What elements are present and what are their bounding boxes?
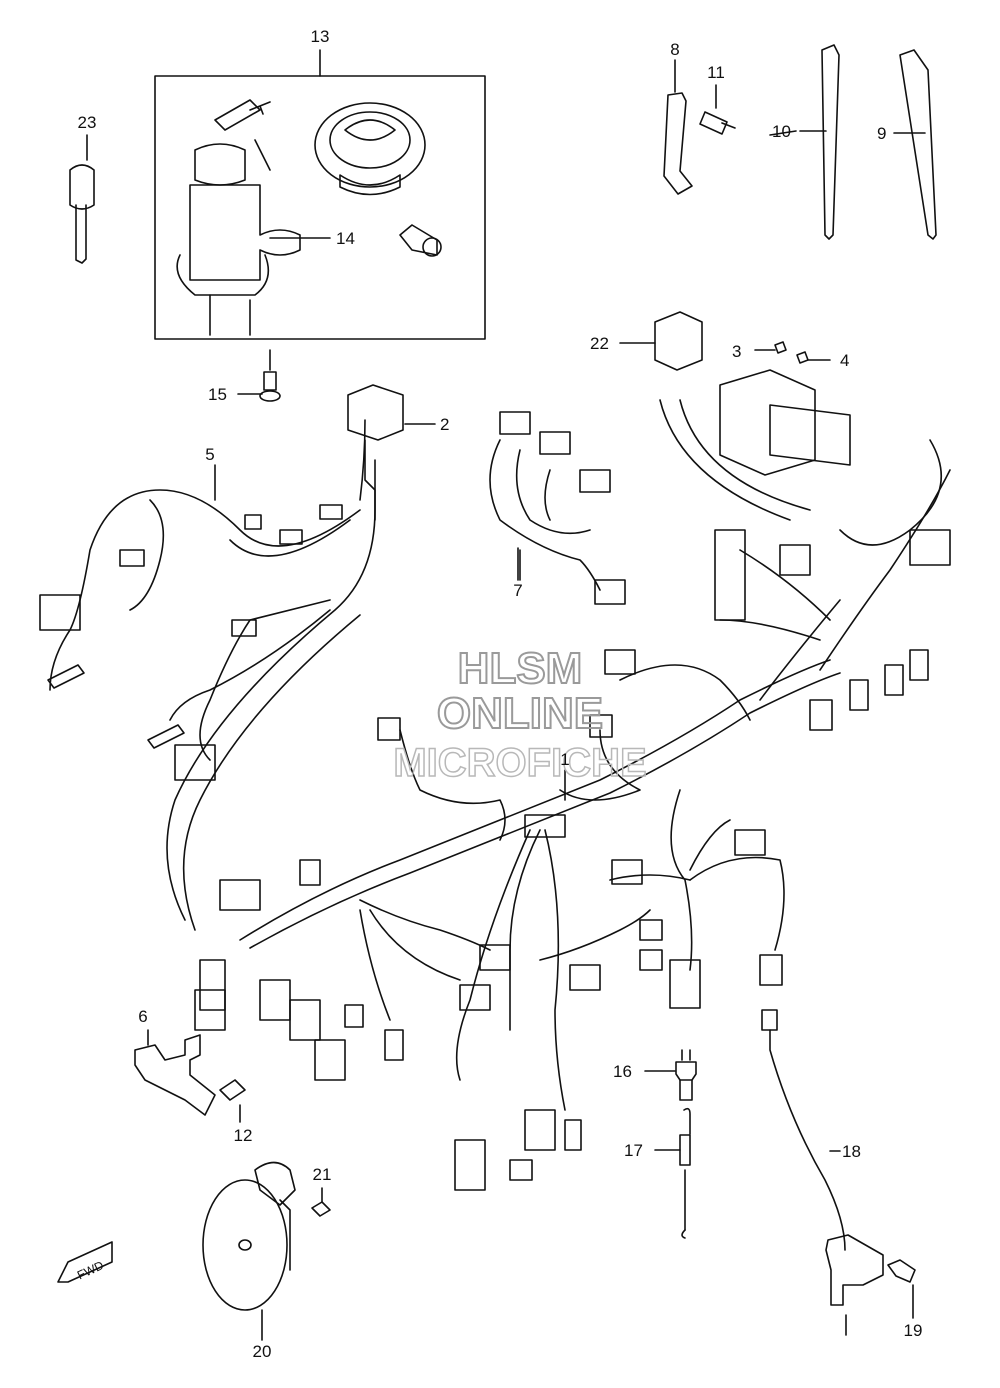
ignition-assembly-group xyxy=(154,49,486,340)
bracket-6 xyxy=(134,1029,246,1123)
part-label-8: 8 xyxy=(670,40,679,59)
part-label-9: 9 xyxy=(877,124,886,143)
part-label-6: 6 xyxy=(138,1007,147,1026)
part-label-18: 18 xyxy=(842,1142,861,1161)
watermark: HLSM ONLINE MICROFICHE xyxy=(393,643,648,786)
part-label-17: 17 xyxy=(624,1141,643,1160)
sub-harness-7 xyxy=(489,411,626,605)
part-label-19: 19 xyxy=(904,1321,923,1340)
switch-16 xyxy=(644,1049,697,1239)
harness-connectors xyxy=(194,529,951,1191)
part-label-5: 5 xyxy=(205,445,214,464)
part-label-7: 7 xyxy=(513,581,522,600)
watermark-line-3: MICROFICHE xyxy=(393,741,646,785)
leader-lines xyxy=(214,130,797,801)
watermark-line-1: HLSM xyxy=(458,644,583,693)
part-label-13: 13 xyxy=(311,27,330,46)
part-label-23: 23 xyxy=(78,113,97,132)
part-label-16: 16 xyxy=(613,1062,632,1081)
screw-15 xyxy=(237,349,281,402)
part-label-11: 11 xyxy=(707,63,725,82)
sub-harness-5 xyxy=(39,419,366,781)
part-label-22: 22 xyxy=(590,334,609,353)
part-label-10: 10 xyxy=(772,122,791,141)
horn-20 xyxy=(202,1161,331,1341)
part-label-1: 1 xyxy=(560,750,569,769)
part-label-3: 3 xyxy=(732,342,741,361)
key-23 xyxy=(69,134,95,264)
part-label-20: 20 xyxy=(253,1342,272,1361)
part-label-14: 14 xyxy=(336,229,355,248)
part-label-2: 2 xyxy=(440,415,449,434)
part-label-12: 12 xyxy=(234,1126,253,1145)
part-label-4: 4 xyxy=(840,351,849,370)
fwd-arrow xyxy=(57,1241,113,1283)
connector-2 xyxy=(347,384,436,521)
part-number-labels: 13 23 14 15 8 11 10 9 22 3 4 2 5 7 1 6 1… xyxy=(78,27,923,1361)
fwd-label: FWD xyxy=(75,1258,106,1282)
watermark-line-2: ONLINE xyxy=(437,689,603,738)
part-label-15: 15 xyxy=(208,385,227,404)
clamps-group xyxy=(663,44,937,240)
relay-fuse-group xyxy=(619,311,851,476)
switch-18 xyxy=(761,1009,916,1336)
part-label-21: 21 xyxy=(313,1165,332,1184)
